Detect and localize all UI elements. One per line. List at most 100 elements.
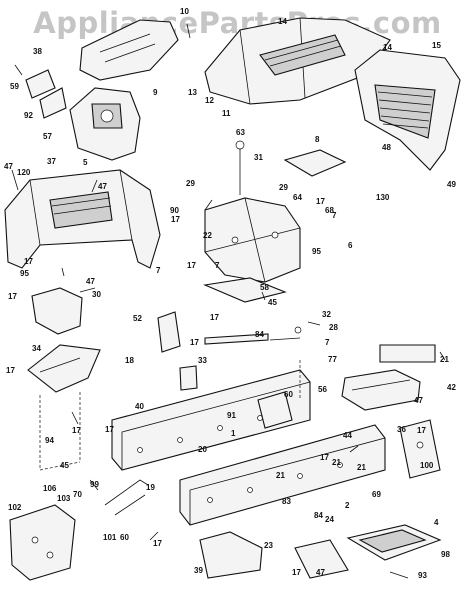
callout: 99	[90, 480, 99, 489]
callout: 12	[205, 96, 214, 105]
callout: 17	[171, 215, 180, 224]
callout: 45	[268, 298, 277, 307]
clutch-rod-part-99[interactable]	[104, 479, 149, 516]
center-bracket-part[interactable]	[257, 391, 293, 429]
step-support-part-39[interactable]	[294, 539, 349, 579]
callout: 77	[328, 355, 337, 364]
callout: 29	[186, 179, 195, 188]
rear-panel-part-2[interactable]	[9, 504, 76, 581]
callout: 17	[153, 539, 162, 548]
fender-part[interactable]	[4, 169, 161, 269]
callout: 29	[279, 183, 288, 192]
callout: 91	[227, 411, 236, 420]
callout: 94	[45, 436, 54, 445]
callout: 7	[325, 338, 330, 347]
callout: 92	[24, 111, 33, 120]
dashed-assembly-guides	[39, 360, 301, 471]
callout: 32	[322, 310, 331, 319]
callout: 7	[156, 266, 161, 275]
callout: 102	[8, 503, 22, 512]
callout: 28	[329, 323, 338, 332]
callout: 4	[434, 518, 439, 527]
front-axle-bracket-part[interactable]	[399, 419, 441, 479]
fender-bracket-part[interactable]	[31, 287, 83, 335]
callout: 20	[198, 445, 207, 454]
callout: 47	[414, 396, 423, 405]
callout: 49	[447, 180, 456, 189]
callout: 17	[187, 261, 196, 270]
callout: 31	[254, 153, 263, 162]
steering-support-part[interactable]	[204, 197, 301, 283]
callout: 56	[318, 385, 327, 394]
callout: 59	[10, 82, 19, 91]
callout: 57	[43, 132, 52, 141]
callout: 17	[24, 257, 33, 266]
callout: 7	[332, 211, 337, 220]
callout: 17	[190, 338, 199, 347]
grille-part[interactable]	[354, 49, 461, 171]
callout: 39	[194, 566, 203, 575]
bracket-part-98[interactable]	[199, 531, 263, 579]
callout: 14	[383, 43, 392, 52]
callout: 98	[441, 550, 450, 559]
callout: 34	[32, 344, 41, 353]
callout: 15	[432, 41, 441, 50]
lower-plate-part-30[interactable]	[203, 277, 287, 303]
callout: 21	[276, 471, 285, 480]
callout: 19	[146, 483, 155, 492]
callout: 64	[293, 193, 302, 202]
callout: 37	[47, 157, 56, 166]
plate-part-18[interactable]	[179, 365, 198, 391]
callout: 14	[278, 17, 287, 26]
callout: 33	[198, 356, 207, 365]
callout: 60	[120, 533, 129, 542]
callout: 47	[86, 277, 95, 286]
bracket-part-38[interactable]	[25, 69, 67, 119]
callout: 1	[231, 429, 236, 438]
callout: 68	[325, 206, 334, 215]
steering-shaft-part[interactable]	[235, 140, 245, 195]
seat-bracket-part[interactable]	[27, 344, 101, 393]
linkage-rod-part[interactable]	[204, 326, 302, 345]
callout: 45	[60, 461, 69, 470]
dash-panel-part[interactable]	[69, 87, 141, 161]
callout: 7	[215, 261, 220, 270]
callout: 70	[73, 490, 82, 499]
callout: 84	[314, 511, 323, 520]
callout: 21	[332, 458, 341, 467]
callout: 101	[103, 533, 117, 542]
callout: 120	[17, 168, 31, 177]
callout: 106	[43, 484, 57, 493]
callout: 18	[125, 356, 134, 365]
right-frame-rail-part[interactable]	[179, 424, 386, 526]
callout: 100	[420, 461, 434, 470]
callout: 103	[57, 494, 71, 503]
callout: 21	[357, 463, 366, 472]
front-bracket-part[interactable]	[341, 344, 436, 411]
pedal-bracket-part[interactable]	[157, 311, 181, 353]
callout: 84	[255, 330, 264, 339]
callout: 6	[348, 241, 353, 250]
callout: 17	[72, 426, 81, 435]
callout: 17	[417, 426, 426, 435]
callout: 24	[325, 515, 334, 524]
callout: 47	[98, 182, 107, 191]
callout: 47	[4, 162, 13, 171]
callout: 52	[133, 314, 142, 323]
callout: 47	[316, 568, 325, 577]
callout: 11	[222, 109, 231, 118]
callout: 42	[447, 383, 456, 392]
callout: 95	[312, 247, 321, 256]
mounting-plate-part-8[interactable]	[283, 149, 347, 177]
callout: 63	[236, 128, 245, 137]
fastener-marks	[11, 23, 446, 579]
callout: 8	[315, 135, 320, 144]
step-plate-part-24[interactable]	[346, 524, 442, 561]
callout: 17	[105, 425, 114, 434]
callout: 17	[8, 292, 17, 301]
callout: 90	[170, 206, 179, 215]
callout: 5	[83, 158, 88, 167]
dash-cover-part[interactable]	[79, 19, 179, 81]
callout: 93	[418, 571, 427, 580]
